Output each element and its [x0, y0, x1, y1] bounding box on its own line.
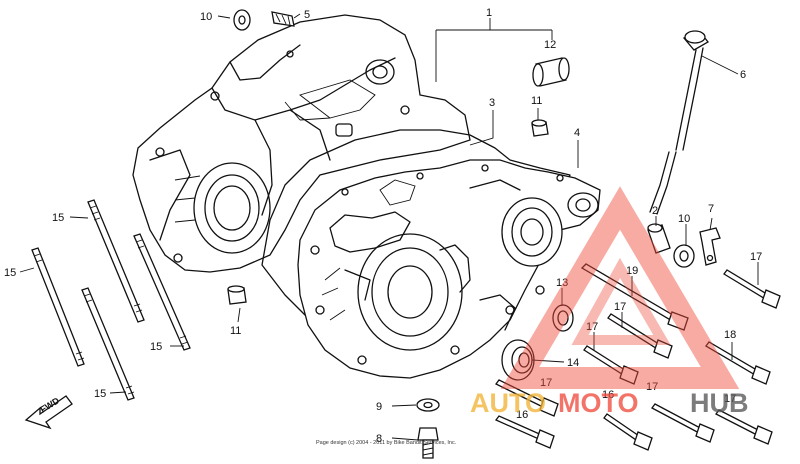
label-4: 4 — [574, 127, 580, 139]
bracket — [699, 227, 721, 266]
label-15a: 15 — [52, 212, 64, 224]
forward-arrow: FWD — [24, 395, 73, 430]
dowel-pin-lower — [227, 285, 247, 305]
washer-top — [233, 9, 251, 31]
bolt-17-b — [607, 313, 673, 359]
right-crankcase-half — [297, 159, 601, 379]
label-15d: 15 — [94, 388, 106, 400]
label-7: 7 — [708, 203, 714, 215]
label-16b: 16 — [602, 389, 614, 401]
bolt-17-f — [715, 409, 773, 445]
bearing — [532, 57, 570, 87]
label-2: 2 — [652, 205, 658, 217]
watermark-auto: AUTO — [470, 388, 546, 418]
left-crankcase-half — [132, 14, 471, 273]
bolt-17-d — [495, 379, 559, 417]
label-17e: 17 — [646, 381, 658, 393]
washer-right — [673, 244, 695, 268]
stud-2 — [133, 233, 191, 351]
label-17a: 17 — [750, 251, 762, 263]
bolt-18 — [705, 341, 771, 385]
bolt-17-c — [583, 345, 639, 385]
label-6: 6 — [740, 69, 746, 81]
label-17b: 17 — [614, 301, 626, 313]
bolt-17-e — [651, 403, 715, 443]
label-10a: 10 — [200, 11, 212, 23]
label-9: 9 — [376, 401, 382, 413]
label-17c: 17 — [586, 321, 598, 333]
label-19: 19 — [626, 265, 638, 277]
label-11b: 11 — [230, 325, 241, 337]
label-13: 13 — [556, 277, 568, 289]
stud-4 — [81, 287, 135, 401]
label-1: 1 — [486, 7, 492, 19]
oil-seal-small — [552, 304, 574, 332]
label-15c: 15 — [150, 341, 162, 353]
watermark-hub: HUB — [690, 388, 749, 418]
drain-washer — [416, 398, 440, 412]
label-17d: 17 — [540, 377, 552, 389]
label-8: 8 — [376, 433, 382, 445]
part-numbers: 1 2 3 4 5 6 7 8 9 10 10 11 11 12 13 14 1… — [4, 7, 762, 445]
stud-1 — [87, 199, 145, 323]
label-16a: 16 — [516, 409, 528, 421]
bolt-19 — [580, 263, 689, 331]
bolt-17-a — [723, 269, 781, 309]
label-17f: 17 — [724, 393, 736, 405]
copyright-text: Page design (c) 2004 - 2011 by Bike Band… — [316, 440, 457, 446]
label-14: 14 — [567, 357, 579, 369]
dowel-pin-upper — [531, 119, 549, 137]
bolt-16-a — [494, 415, 555, 449]
automotohub-watermark: AUTO MOTO HUB — [470, 186, 749, 418]
bolt-16-b — [603, 413, 653, 451]
breather-tube — [649, 30, 709, 215]
watermark-moto: MOTO — [558, 388, 639, 418]
label-3: 3 — [489, 97, 495, 109]
collar — [647, 223, 671, 254]
label-11a: 11 — [531, 95, 542, 107]
drain-bolt — [417, 427, 439, 459]
label-10b: 10 — [678, 213, 690, 225]
leader-lines — [19, 13, 759, 441]
label-12: 12 — [544, 39, 556, 51]
stud-3 — [31, 247, 85, 367]
label-18: 18 — [724, 329, 736, 341]
label-5: 5 — [304, 9, 310, 21]
clip — [271, 11, 295, 27]
label-15b: 15 — [4, 267, 16, 279]
